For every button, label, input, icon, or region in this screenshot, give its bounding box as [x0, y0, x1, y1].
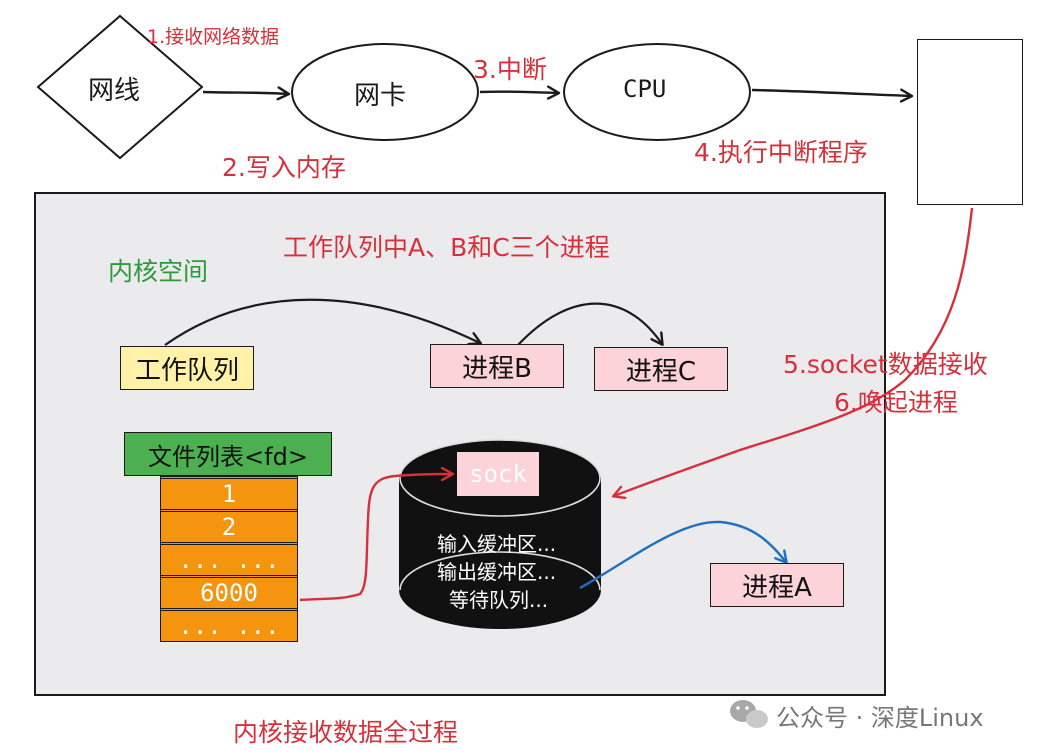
diagram-title: 内核接收数据全过程 [233, 718, 459, 747]
file-list-item: 1 [160, 478, 298, 510]
arrow-nic-to-cpu [479, 92, 558, 93]
arrow-cpu-to-handler [751, 90, 911, 96]
work-queue-box: 工作队列 [120, 346, 254, 390]
step-2-label: 2.写入内存 [222, 153, 346, 182]
file-list-item: 6000 [160, 577, 298, 609]
arrow-wire-to-nic [202, 92, 288, 94]
arrow-handler-to-socket [614, 207, 974, 496]
interrupt-handler-box [917, 39, 1023, 205]
arrow-fd-to-sock [299, 474, 452, 602]
arrow-wakeup-process-a [579, 520, 786, 590]
arrow-b-to-c [517, 302, 662, 345]
input-buffer-label: 输入缓冲区... [437, 532, 557, 556]
file-list-item: ... ... [160, 544, 298, 576]
cpu-ellipse [563, 43, 751, 141]
wire-label: 网线 [88, 76, 141, 106]
nic-label: 网卡 [354, 81, 407, 111]
arrow-queue-to-b [164, 298, 480, 346]
wait-queue-label: 等待队列... [449, 588, 549, 612]
file-list-header: 文件列表<fd> [124, 432, 332, 476]
output-buffer-label: 输出缓冲区... [437, 560, 557, 584]
step-6-label: 6.唤起进程 [834, 388, 958, 417]
process-b-box: 进程B [430, 344, 564, 388]
wire-diamond [36, 14, 204, 160]
watermark-text: 公众号 · 深度Linux [776, 704, 984, 732]
nic-ellipse [291, 43, 479, 141]
step-4-label: 4.执行中断程序 [694, 138, 868, 167]
cpu-label: CPU [623, 75, 667, 103]
sock-label: sock [457, 452, 539, 496]
step-3-label: 3.中断 [473, 55, 547, 84]
file-list-item: 2 [160, 511, 298, 543]
step-5-label: 5.socket数据接收 [783, 350, 988, 379]
process-a-box: 进程A [710, 563, 844, 607]
wechat-icon [730, 700, 768, 728]
step-1-label: 1.接收网络数据 [147, 26, 280, 48]
process-c-box: 进程C [594, 347, 728, 391]
kernel-space-label: 内核空间 [108, 257, 209, 286]
work-queue-heading: 工作队列中A、B和C三个进程 [283, 233, 610, 262]
file-list-item: ... ... [160, 610, 298, 642]
